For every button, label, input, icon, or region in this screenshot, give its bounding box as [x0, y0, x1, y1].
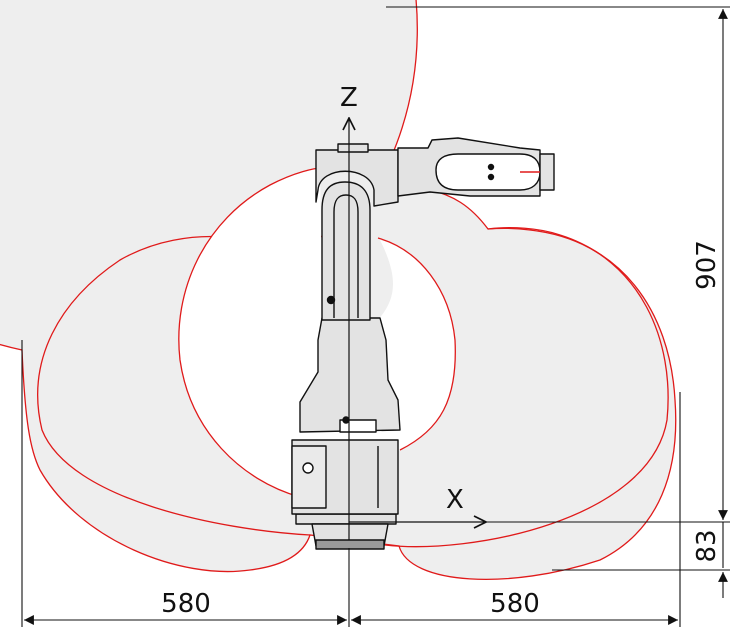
- robot-base-feet: [315, 539, 385, 550]
- axis-z: Z: [340, 83, 358, 540]
- axis-x: X: [349, 485, 486, 522]
- robot-wrist: [539, 153, 555, 191]
- robot-elbow-cap: [337, 143, 369, 153]
- robot-wrist-bolt-1: [487, 163, 495, 171]
- dim-label-83: 83: [692, 529, 722, 562]
- robot-base-panel: [291, 445, 327, 509]
- robot-elbow: [315, 149, 399, 207]
- dimensions: [21, 6, 730, 627]
- z-axis-label: Z: [340, 83, 358, 113]
- robot-lower-link-inner: [333, 194, 359, 318]
- dim-label-907: 907: [692, 240, 722, 290]
- x-axis-label: X: [446, 485, 464, 515]
- envelope-inner-hole-boundary: [178, 167, 456, 498]
- robot-joint-bolt: [342, 416, 350, 424]
- dim-label-580-right: 580: [490, 589, 540, 619]
- robot-base-screw: [302, 462, 314, 474]
- dim-label-580-left: 580: [161, 589, 211, 619]
- robot-arm: [291, 137, 555, 550]
- envelope-inner-right-loop: [384, 227, 669, 548]
- robot-wrist-bolt-2: [487, 173, 495, 181]
- robot-shoulder-bolt: [326, 295, 336, 305]
